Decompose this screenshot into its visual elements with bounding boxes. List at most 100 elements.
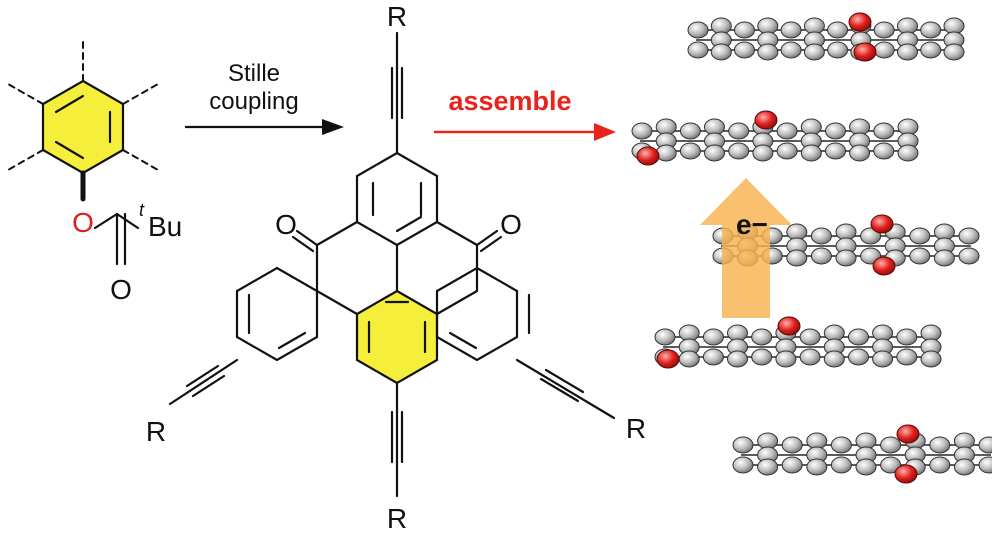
carbon-atom — [958, 227, 980, 245]
carbon-atom — [728, 122, 750, 140]
assemble-arrow — [434, 123, 616, 141]
reactant-dashed-positions — [7, 39, 159, 171]
carbon-atom — [880, 456, 902, 474]
carbon-atom — [751, 328, 773, 346]
carbon-atom — [953, 458, 975, 476]
carbon-atom — [827, 41, 849, 59]
carbon-atom — [734, 21, 755, 39]
oxygen-atom — [754, 110, 778, 130]
carbon-atom — [830, 456, 852, 474]
carbon-atom — [799, 328, 821, 346]
carbon-atom — [825, 142, 846, 160]
oxygen-atom — [777, 316, 801, 336]
carbon-atom — [780, 41, 802, 59]
carbon-atom — [654, 328, 676, 346]
oxygen-atom — [870, 214, 894, 234]
carbon-atom — [896, 328, 918, 346]
carbon-atom — [825, 122, 846, 140]
substituent-r-left: R — [146, 416, 166, 447]
assemble-label: assemble — [448, 86, 571, 116]
carbon-atom — [655, 144, 677, 162]
oxygen-atom — [896, 424, 920, 444]
carbon-atom — [776, 122, 798, 140]
ketone-oxygen-left: O — [275, 209, 297, 240]
substituent-r-bottom: R — [387, 503, 407, 534]
carbon-atom — [678, 350, 700, 368]
carbon-atom — [860, 227, 882, 245]
carbon-atom — [752, 144, 774, 162]
carbon-atom — [933, 249, 955, 267]
stacked-molecule-layer — [732, 424, 992, 484]
crystal-stack — [631, 12, 992, 484]
carbon-atom — [897, 144, 919, 162]
carbon-atom — [849, 144, 871, 162]
carbon-atom — [909, 227, 931, 245]
carbon-atom — [830, 436, 852, 454]
carbon-atom — [631, 122, 653, 140]
carbon-atom — [728, 142, 750, 160]
oxygen-atom — [894, 464, 918, 484]
carbon-atom — [929, 436, 951, 454]
carbon-atom — [757, 458, 779, 476]
carbon-atom — [897, 43, 918, 61]
oxygen-atom — [848, 12, 872, 32]
stacked-molecule-layer — [631, 110, 919, 166]
stille-label-line1: Stille — [228, 60, 280, 87]
carbon-atom — [781, 436, 803, 454]
carbon-atom — [896, 348, 918, 366]
oxygen-atom — [656, 349, 680, 369]
carbon-atom — [704, 144, 725, 162]
product-molecule — [168, 31, 616, 498]
carbon-atom — [799, 348, 821, 366]
carbon-atom — [835, 249, 857, 267]
carbon-atom — [929, 456, 951, 474]
carbon-atom — [848, 328, 869, 346]
carbon-atom — [800, 144, 822, 162]
tbu-label: Bu — [148, 211, 182, 242]
electron-transport-arrow — [700, 178, 792, 318]
carbon-atom — [810, 247, 832, 265]
carbon-atom — [727, 350, 748, 368]
carbon-atom — [702, 328, 724, 346]
carbon-atom — [823, 350, 845, 368]
carbon-atom — [855, 458, 877, 476]
tbu-superscript: t — [139, 200, 145, 220]
stacked-molecule-layer — [654, 316, 942, 369]
carbon-atom — [710, 43, 732, 61]
carbon-atom — [943, 43, 965, 61]
carbon-atom — [775, 350, 797, 368]
carbon-atom — [848, 348, 869, 366]
substituent-r-right: R — [626, 413, 646, 444]
carbon-atom — [757, 43, 779, 61]
carbon-atom — [978, 456, 992, 474]
carbon-atom — [751, 348, 773, 366]
stacked-molecule-layer — [687, 12, 965, 62]
carbon-atom — [702, 348, 724, 366]
carbon-atom — [920, 41, 942, 59]
carbon-atom — [880, 436, 902, 454]
carbon-atom — [687, 21, 709, 39]
oxygen-atom — [872, 256, 896, 276]
carbon-atom — [732, 456, 754, 474]
reactant-aryl-pivalate — [7, 39, 159, 266]
substituent-r-top: R — [387, 1, 407, 32]
reactant-ester-oxygen: O — [72, 207, 94, 238]
stille-label-line2: coupling — [209, 88, 298, 115]
carbon-atom — [803, 43, 825, 61]
carbon-atom — [732, 436, 754, 454]
carbon-atom — [776, 142, 798, 160]
carbon-atom — [781, 456, 803, 474]
carbon-atom — [679, 122, 701, 140]
carbon-atom — [780, 21, 802, 39]
oxygen-atom — [636, 146, 660, 166]
carbon-atom — [909, 247, 931, 265]
oxygen-atom — [853, 42, 877, 62]
carbon-atom — [872, 350, 894, 368]
carbon-atom — [873, 122, 895, 140]
carbon-atom — [786, 249, 808, 267]
carbon-atom — [873, 41, 895, 59]
carbon-atom — [734, 41, 755, 59]
carbon-atom — [810, 227, 832, 245]
carbon-atom — [920, 21, 942, 39]
